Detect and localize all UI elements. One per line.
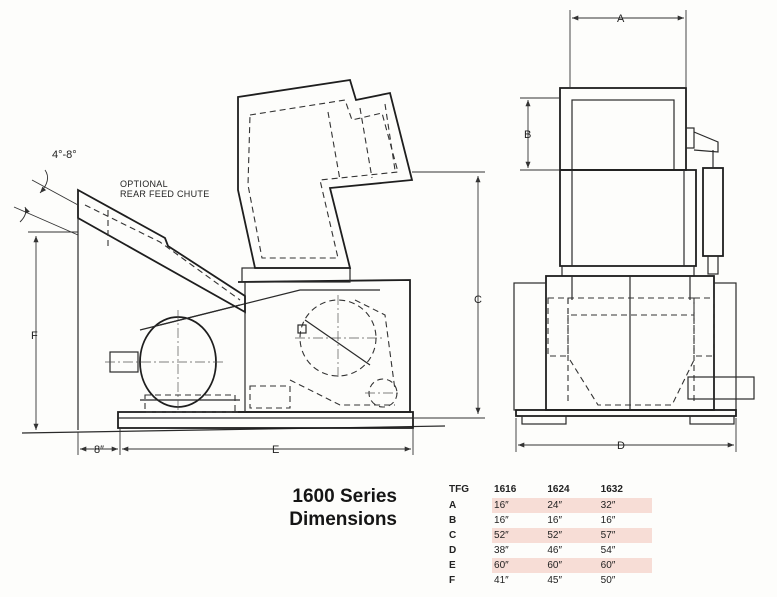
table-row: F 41″ 45″ 50″ [447,573,652,588]
dim-d-label: D [617,440,625,452]
table-cell: 52″ [545,528,599,543]
table-cell: 16″ [492,498,546,513]
table-cell: 32″ [598,498,652,513]
table-cell: 50″ [600,575,616,586]
series-title: 1600 Series Dimensions [255,485,397,531]
dim-f-label: F [31,330,38,342]
row-label: C [449,530,457,541]
table-cell: 57″ [598,528,652,543]
row-label: E [449,560,456,571]
table-header-cell: 1632 [600,484,623,495]
table-row: A 16″ 24″ 32″ [447,498,652,513]
angle-label: 4°-8° [52,149,77,161]
front-view [513,10,755,452]
dim-b-label: B [524,129,531,141]
series-title-line2: Dimensions [289,509,397,530]
table-cell: 24″ [545,498,599,513]
table-cell: 54″ [600,545,616,556]
table-row: B 16″ 16″ 16″ [447,513,652,528]
chute-label-line1: OPTIONAL [120,179,168,189]
table-header-cell: 1624 [547,484,570,495]
table-cell: 16″ [600,515,616,526]
side-view [13,78,485,455]
row-label: B [449,515,457,526]
table-row: E 60″ 60″ 60″ [447,558,652,573]
row-label: D [449,545,457,556]
table-cell: 52″ [492,528,546,543]
table-cell: 16″ [547,515,563,526]
dim-c-label: C [474,294,482,306]
table-cell: 60″ [598,558,652,573]
table-cell: 16″ [494,515,509,526]
table-cell: 46″ [547,545,563,556]
table-cell: 45″ [547,575,563,586]
row-label: F [449,575,456,586]
chute-label-line2: REAR FEED CHUTE [120,189,210,199]
table-cell: 38″ [494,545,509,556]
dimensions-table: TFG 1616 1624 1632 A 16″ 24″ 32″ B 16″ 1… [447,482,652,588]
table-cell: 41″ [494,575,509,586]
table-cell: 60″ [545,558,599,573]
dim-e-label: E [272,444,279,456]
table-header-row: TFG 1616 1624 1632 [447,482,652,498]
table-header-cell: TFG [449,484,469,495]
table-cell: 60″ [492,558,546,573]
table-header-cell: 1616 [494,484,517,495]
dim-a-label: A [617,13,625,25]
table-row: C 52″ 52″ 57″ [447,528,652,543]
table-row: D 38″ 46″ 54″ [447,543,652,558]
offset-8-label: 8″ [94,444,104,456]
series-title-line1: 1600 Series [292,486,397,507]
row-label: A [449,500,457,511]
